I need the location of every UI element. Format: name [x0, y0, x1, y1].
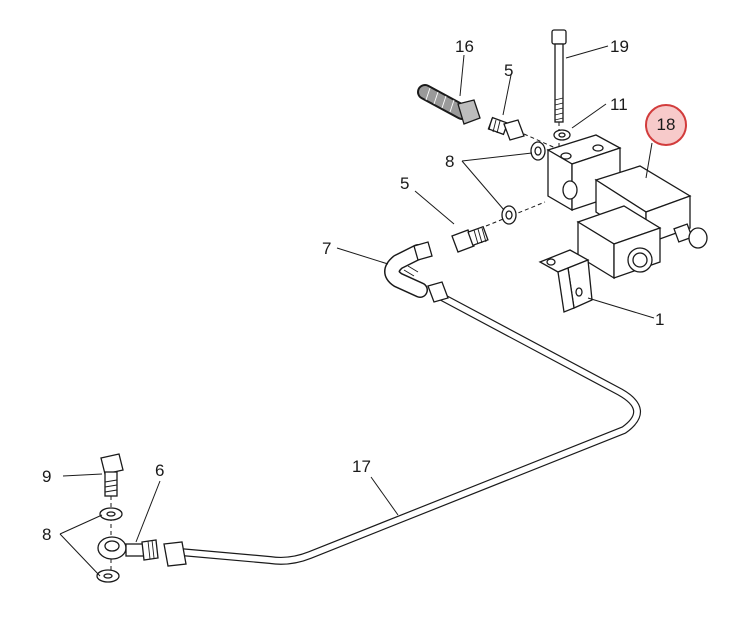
leader-lines: [59, 45, 655, 577]
callout-17[interactable]: 17: [352, 457, 371, 476]
union-fitting-5-lower: [451, 225, 489, 253]
banjo-bolt-9: [100, 453, 124, 497]
bracket-1: [538, 249, 593, 313]
callout-18-highlighted[interactable]: 18: [645, 104, 687, 146]
union-fitting-5-upper: [487, 116, 525, 141]
elbow-fitting-7: [384, 241, 449, 303]
solenoid-valve-18: [546, 134, 708, 280]
callout-16[interactable]: 16: [455, 37, 474, 56]
sealing-washers-8-upper: [501, 141, 546, 225]
callout-7[interactable]: 7: [322, 239, 332, 258]
hose-16: [417, 84, 481, 125]
sealing-washers-8-lower: [96, 507, 123, 583]
banjo-fitting-6: [97, 536, 187, 567]
callout-8-upper[interactable]: 8: [445, 152, 455, 171]
callout-8-lower[interactable]: 8: [42, 525, 52, 544]
pipe-17: [176, 292, 641, 565]
callout-11[interactable]: 11: [610, 95, 628, 114]
callout-9[interactable]: 9: [42, 467, 52, 486]
callout-6[interactable]: 6: [155, 461, 165, 480]
bolt-19: [551, 29, 567, 123]
washer-11: [553, 129, 571, 141]
callout-5-upper[interactable]: 5: [504, 61, 514, 80]
callout-19[interactable]: 19: [610, 37, 629, 56]
callout-5-lower[interactable]: 5: [400, 174, 410, 193]
callout-1[interactable]: 1: [655, 310, 665, 329]
